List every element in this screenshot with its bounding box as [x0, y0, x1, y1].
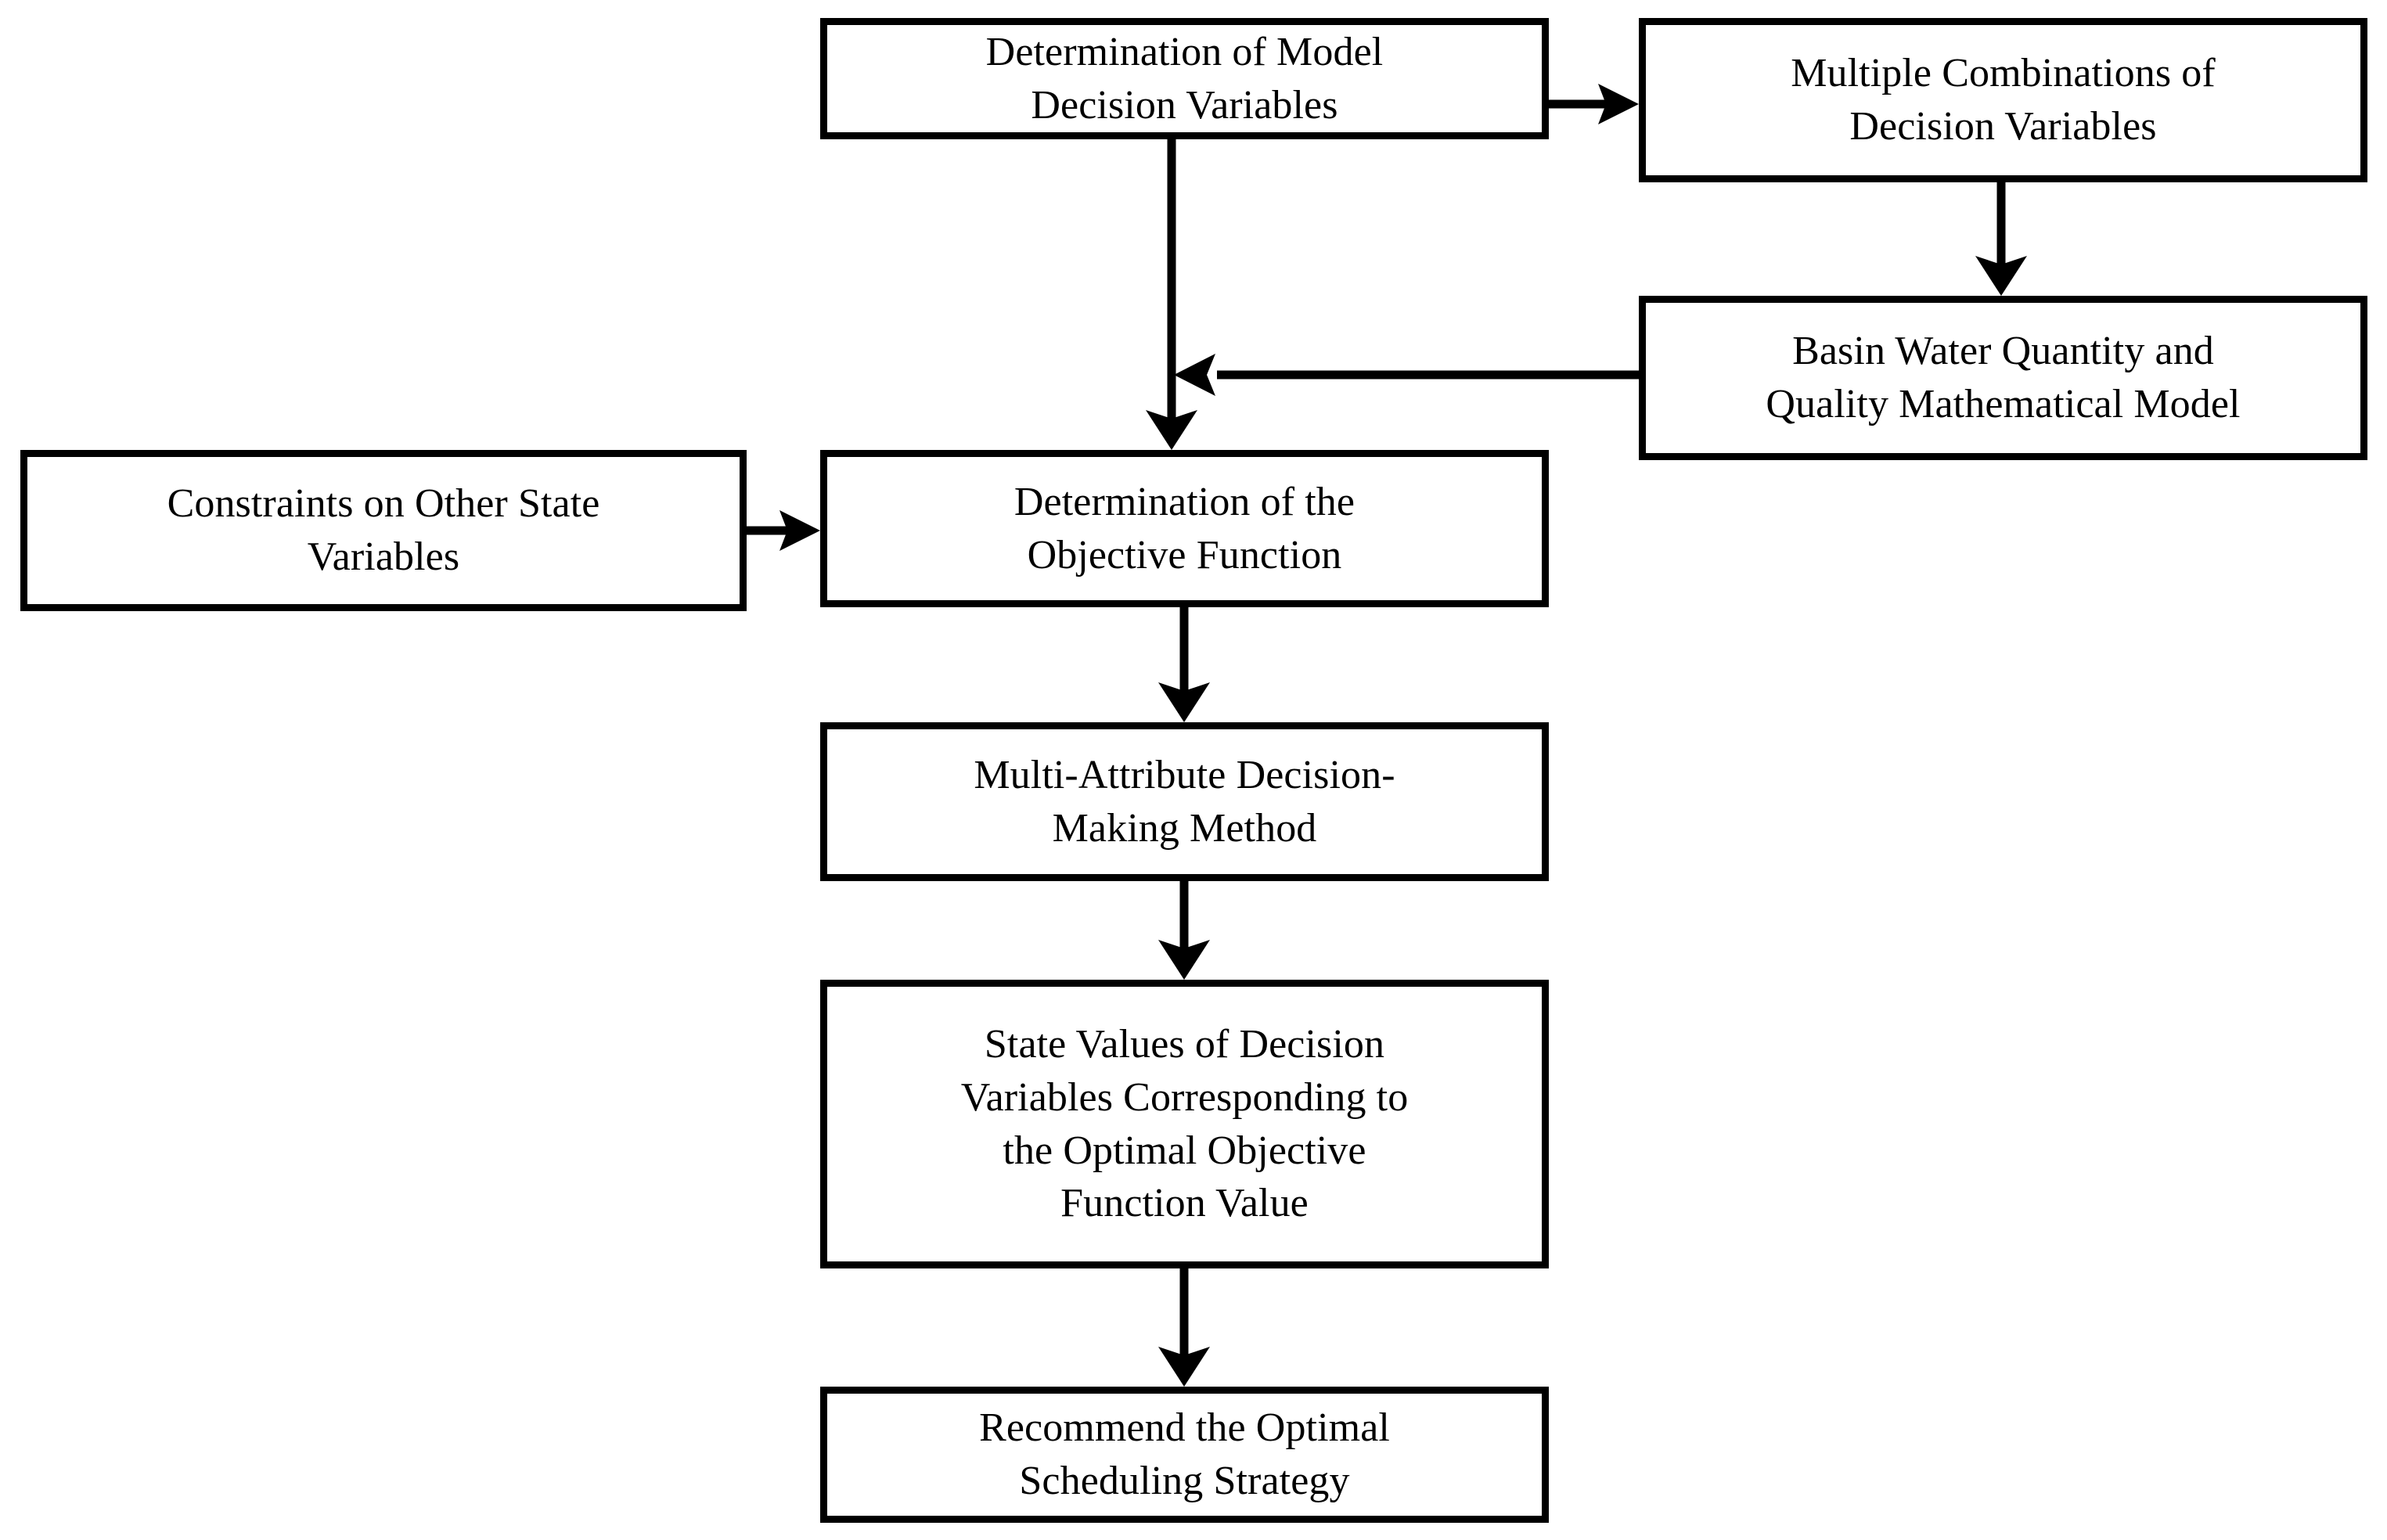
node-multiple-combinations-of-decision-variables[interactable]: Multiple Combinations of Decision Variab… — [1639, 18, 2367, 182]
node-state-values-of-decision-variables[interactable]: State Values of Decision Variables Corre… — [820, 980, 1549, 1268]
node-label: State Values of Decision Variables Corre… — [960, 1022, 1409, 1226]
arrow-madm-to-state-values — [1158, 881, 1210, 980]
arrow-model-vars-to-combinations — [1549, 84, 1639, 124]
node-recommend-the-optimal-scheduling-strategy[interactable]: Recommend the Optimal Scheduling Strateg… — [820, 1387, 1549, 1523]
arrow-basin-model-to-objective-junction — [1174, 354, 1639, 396]
node-determination-of-the-objective-function[interactable]: Determination of the Objective Function — [820, 450, 1549, 607]
node-determination-of-model-decision-variables[interactable]: Determination of Model Decision Variable… — [820, 18, 1549, 139]
arrow-model-vars-to-objective — [1146, 139, 1197, 450]
node-label: Determination of the Objective Function — [1013, 479, 1356, 578]
node-basin-water-quantity-and-quality-mathematical-model[interactable]: Basin Water Quantity and Quality Mathema… — [1639, 296, 2367, 460]
node-label: Recommend the Optimal Scheduling Strateg… — [979, 1405, 1390, 1503]
node-label: Multi-Attribute Decision- Making Method — [974, 752, 1395, 851]
node-constraints-on-other-state-variables[interactable]: Constraints on Other State Variables — [20, 450, 747, 611]
arrow-objective-to-madm — [1158, 607, 1210, 722]
node-label: Basin Water Quantity and Quality Mathema… — [1766, 329, 2241, 426]
arrow-constraints-to-objective — [747, 510, 820, 551]
node-multi-attribute-decision-making-method[interactable]: Multi-Attribute Decision- Making Method — [820, 722, 1549, 881]
node-label: Determination of Model Decision Variable… — [985, 29, 1384, 128]
arrow-combinations-to-basin-model — [1975, 182, 2027, 296]
node-label: Constraints on Other State Variables — [167, 481, 600, 579]
node-label: Multiple Combinations of Decision Variab… — [1791, 51, 2216, 149]
arrow-state-values-to-recommend — [1158, 1268, 1210, 1387]
